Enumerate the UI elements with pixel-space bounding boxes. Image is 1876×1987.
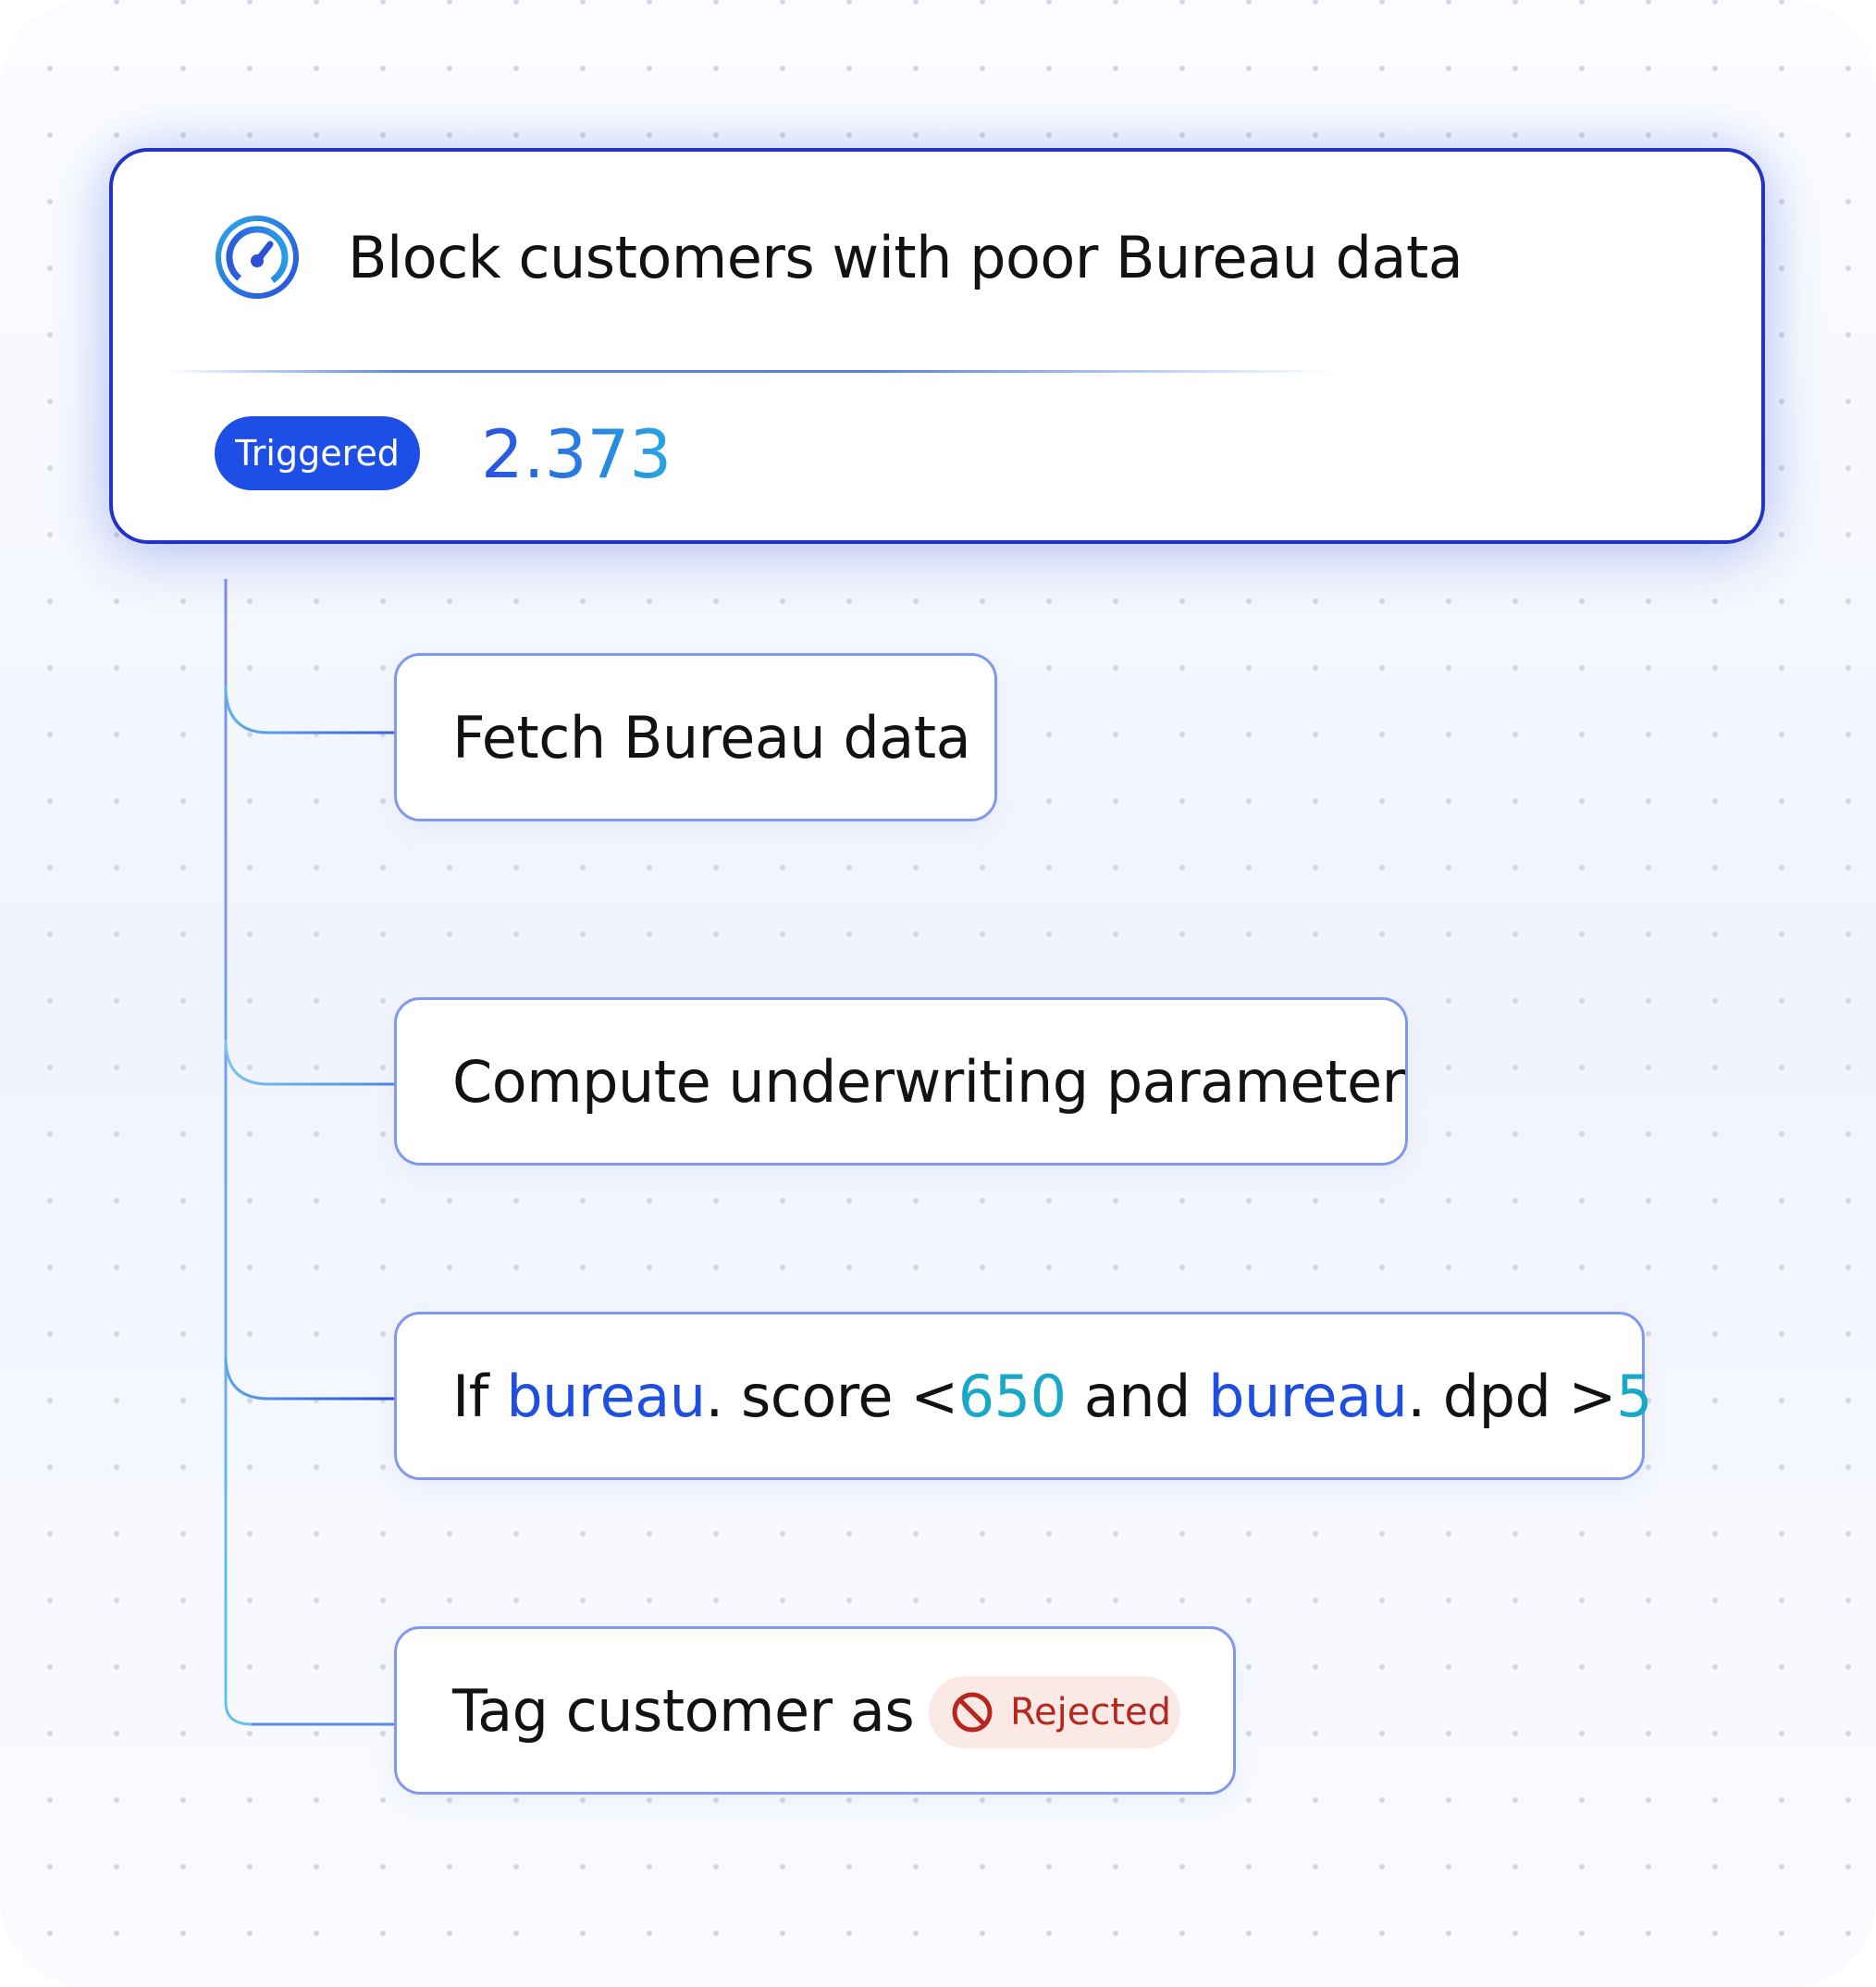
prohibited-icon xyxy=(952,1692,993,1733)
condition-value: 650 xyxy=(957,1362,1067,1430)
condition-value: 5 xyxy=(1615,1362,1652,1430)
condition-variable: bureau xyxy=(1208,1362,1408,1430)
card-divider xyxy=(168,370,1334,373)
condition-expression: If bureau. score <650 and bureau. dpd >5 xyxy=(452,1314,1652,1477)
speedometer-icon xyxy=(215,215,300,300)
step-fetch-bureau[interactable]: Fetch Bureau data xyxy=(394,653,997,821)
connector-spine xyxy=(224,579,253,1726)
condition-joiner: and xyxy=(1066,1362,1209,1430)
rule-card[interactable]: Block customers with poor Bureau data Tr… xyxy=(109,148,1765,544)
trigger-count: 2.373 xyxy=(481,413,672,496)
step-condition[interactable]: If bureau. score <650 and bureau. dpd >5 xyxy=(394,1312,1652,1480)
connector-branch-condition xyxy=(224,1355,394,1401)
rejected-tag: Rejected xyxy=(929,1676,1180,1748)
connector-branch-compute xyxy=(224,1039,394,1086)
connector-branch-fetch xyxy=(224,685,394,734)
condition-field: . dpd > xyxy=(1407,1362,1616,1430)
rule-title: Block customers with poor Bureau data xyxy=(348,224,1463,291)
condition-variable: bureau xyxy=(506,1362,706,1430)
condition-prefix: If xyxy=(452,1362,507,1430)
condition-field: . score < xyxy=(705,1362,959,1430)
rejected-label: Rejected xyxy=(1010,1691,1172,1734)
status-badge: Triggered xyxy=(215,416,420,490)
step-compute-parameter[interactable]: Compute underwriting parameter xyxy=(394,997,1408,1166)
step-tag-customer[interactable]: Tag customer as Rejected xyxy=(394,1626,1236,1795)
step-label: Fetch Bureau data xyxy=(452,703,971,771)
step-label: Tag customer as xyxy=(452,1676,915,1745)
step-label: Compute underwriting parameter xyxy=(452,1047,1405,1116)
